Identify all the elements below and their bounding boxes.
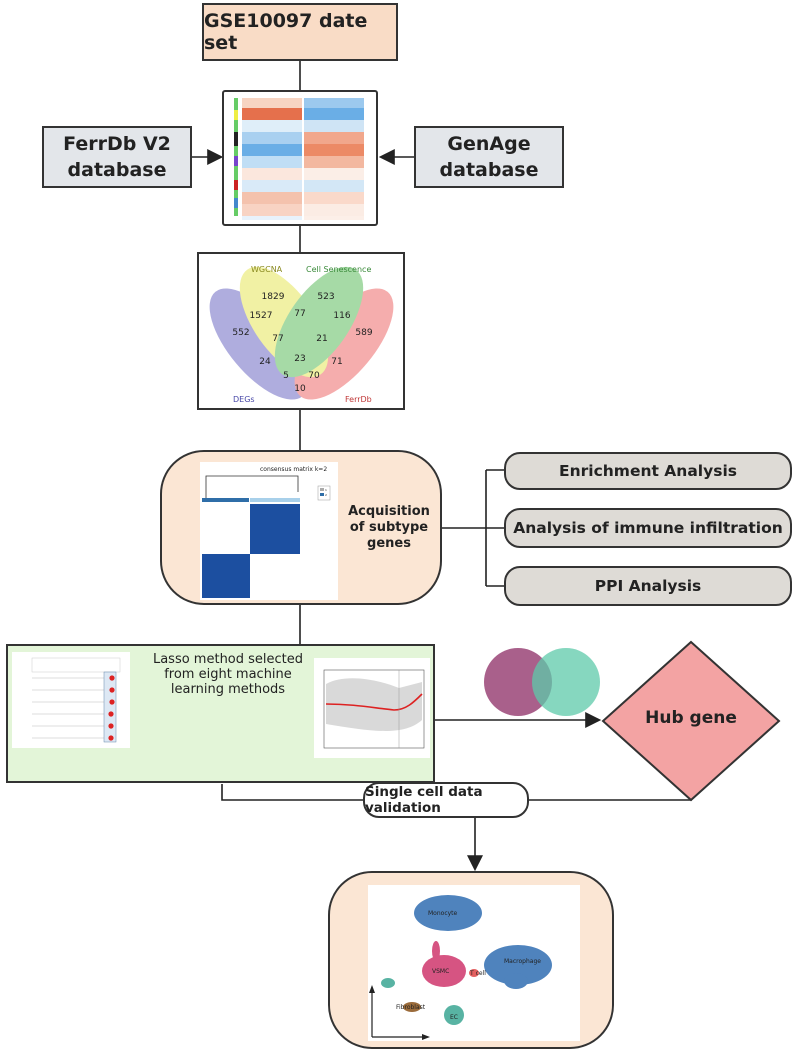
subtype-line3: genes — [367, 536, 411, 551]
venn-label-ferrdb: FerrDb — [345, 395, 372, 404]
venn-count: 23 — [294, 354, 305, 364]
single-cell-panel: Monocyte Macrophage VSMC T cell Fibrobla… — [328, 871, 614, 1049]
single-cell-box: Single cell data validation — [363, 782, 529, 818]
venn-count: 5 — [283, 371, 289, 381]
umap-label-macrophage: Macrophage — [504, 958, 541, 965]
venn-label-senescence: Cell Senescence — [306, 265, 371, 274]
subtype-line1: Acquisition — [348, 504, 430, 519]
venn-count: 523 — [317, 292, 334, 302]
consensus-legend-2: 2 — [325, 493, 327, 497]
umap-label-vsmc: VSMC — [432, 968, 449, 975]
subtype-line2: of subtype — [349, 520, 429, 535]
subtype-label: Acquisition of subtype genes — [346, 504, 432, 552]
hub-venn — [484, 648, 600, 716]
single-cell-label: Single cell data validation — [365, 784, 483, 816]
ml-line1: Lasso method selected — [152, 652, 304, 667]
ml-line2: from eight machine — [164, 667, 292, 682]
consensus-legend-1: 1 — [325, 488, 327, 492]
umap-label-fibroblast: Fibroblast — [396, 1004, 426, 1011]
venn-count: 552 — [232, 328, 249, 338]
immune-infiltration-label: Analysis of immune infiltration — [513, 519, 783, 537]
consensus-matrix-image: consensus matrix k=2 1 2 — [200, 462, 338, 600]
subtype-panel: consensus matrix k=2 1 2 Acquisition of … — [160, 450, 442, 605]
venn-label-wgcna: WGCNA — [251, 265, 283, 274]
genage-line2: database — [439, 159, 539, 181]
enrichment-analysis-label: Enrichment Analysis — [559, 462, 737, 480]
umap-plot: Monocyte Macrophage VSMC T cell Fibrobla… — [368, 885, 580, 1041]
lasso-plot — [314, 658, 430, 758]
ferrdb-box: FerrDb V2 database — [42, 126, 192, 188]
heatmap-image — [234, 98, 364, 220]
model-comparison-plot — [12, 652, 130, 748]
genage-box: GenAge database — [414, 126, 564, 188]
ferrdb-line2: database — [67, 159, 167, 181]
dataset-box: GSE10097 date set — [202, 3, 398, 61]
venn-count: 10 — [294, 384, 306, 394]
venn-label-degs: DEGs — [233, 395, 255, 404]
immune-infiltration-box: Analysis of immune infiltration — [504, 508, 792, 548]
umap-label-monocyte: Monocyte — [428, 910, 458, 917]
consensus-title: consensus matrix k=2 — [260, 466, 327, 473]
venn-count: 70 — [308, 371, 320, 381]
venn-panel: WGCNA Cell Senescence DEGs FerrDb 1829 5… — [197, 252, 405, 410]
genage-line1: GenAge — [447, 133, 531, 155]
venn-count: 71 — [331, 357, 342, 367]
heatmap-panel — [222, 90, 378, 226]
ferrdb-line1: FerrDb V2 — [63, 133, 171, 155]
venn-count: 116 — [333, 311, 350, 321]
venn-count: 77 — [272, 334, 283, 344]
hub-gene-diamond — [601, 640, 781, 802]
umap-label-ec: EC — [450, 1014, 458, 1021]
umap-label-tcell: T cell — [469, 970, 486, 977]
ppi-analysis-box: PPI Analysis — [504, 566, 792, 606]
enrichment-analysis-box: Enrichment Analysis — [504, 452, 792, 490]
venn-set-senescence — [274, 266, 364, 378]
hub-gene-label: Hub gene — [645, 708, 737, 728]
dataset-label: GSE10097 date set — [204, 10, 368, 54]
venn-count: 21 — [316, 334, 327, 344]
ppi-analysis-label: PPI Analysis — [594, 577, 702, 595]
venn-count: 589 — [355, 328, 372, 338]
venn-count: 1527 — [250, 311, 273, 321]
ml-line3: learning methods — [170, 682, 286, 697]
venn-diagram: WGCNA Cell Senescence DEGs FerrDb 1829 5… — [209, 265, 394, 404]
venn-count: 77 — [294, 309, 305, 319]
ml-label: Lasso method selected from eight machine… — [144, 652, 312, 697]
venn-count: 24 — [259, 357, 271, 367]
venn-count: 1829 — [262, 292, 285, 302]
machine-learning-panel: Lasso method selected from eight machine… — [6, 644, 435, 783]
